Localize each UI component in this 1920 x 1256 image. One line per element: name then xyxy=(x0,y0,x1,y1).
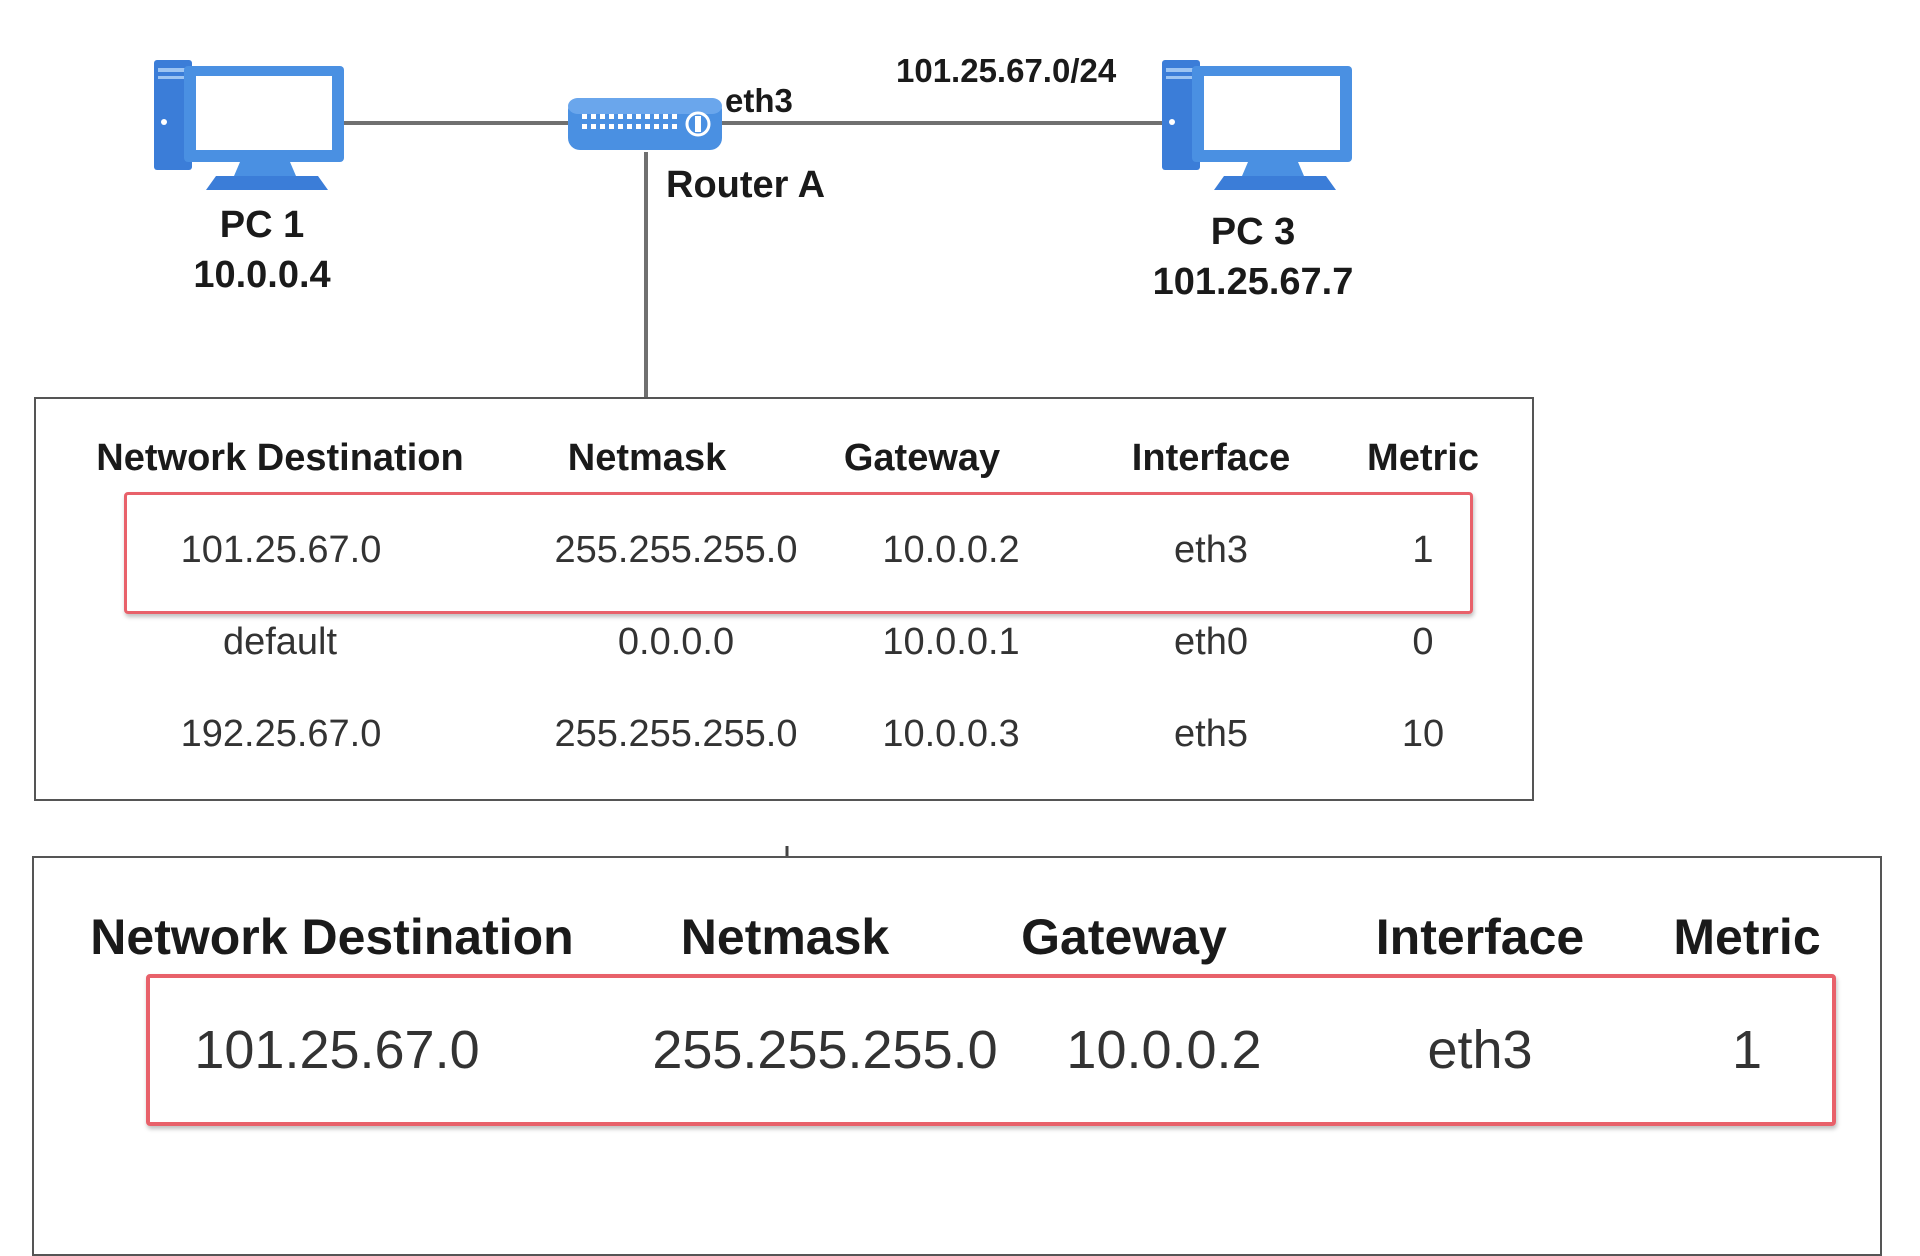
zoom-header-interface: Interface xyxy=(1375,909,1585,965)
row3-destination: 192.25.67.0 xyxy=(180,713,382,755)
router-port-label: eth3 xyxy=(725,82,793,119)
routing-table-panel: Network Destination Netmask Gateway Inte… xyxy=(34,397,1534,801)
pc3-ip: 101.25.67.7 xyxy=(1152,261,1354,303)
pc1-name: PC 1 xyxy=(219,204,305,246)
row3-interface: eth5 xyxy=(1174,713,1248,755)
row1-destination: 101.25.67.0 xyxy=(180,529,382,571)
header-network-destination: Network Destination xyxy=(96,437,464,479)
router-name-label: Router A xyxy=(666,164,826,206)
row2-gateway: 10.0.0.1 xyxy=(882,621,1020,663)
table-row: default 0.0.0.0 10.0.0.1 eth0 0 xyxy=(36,621,1532,671)
routing-table-header: Network Destination Netmask Gateway Inte… xyxy=(36,437,1532,487)
zoom-row1-netmask: 255.255.255.0 xyxy=(652,1020,998,1080)
router-icon xyxy=(568,98,722,150)
pc1-ip: 10.0.0.4 xyxy=(193,254,331,296)
header-netmask: Netmask xyxy=(567,437,727,479)
zoomed-table-header: Network Destination Netmask Gateway Inte… xyxy=(34,908,1880,974)
network-links xyxy=(338,121,1168,860)
row3-gateway: 10.0.0.3 xyxy=(882,713,1020,755)
subnet-label: 101.25.67.0/24 xyxy=(896,52,1117,89)
row1-metric: 1 xyxy=(1412,529,1434,571)
row3-metric: 10 xyxy=(1401,713,1445,755)
zoom-row1-gateway: 10.0.0.2 xyxy=(1066,1020,1262,1080)
pc1-label: PC 1 10.0.0.4 xyxy=(162,200,362,300)
pc3-name: PC 3 xyxy=(1210,211,1296,253)
table-row: 192.25.67.0 255.255.255.0 10.0.0.3 eth5 … xyxy=(36,713,1532,763)
zoomed-highlighted-route-box xyxy=(146,974,1836,1126)
pc3-label: PC 3 101.25.67.7 xyxy=(1130,207,1376,307)
zoom-row1-destination: 101.25.67.0 xyxy=(194,1020,480,1080)
zoom-header-metric: Metric xyxy=(1673,909,1821,965)
row2-metric: 0 xyxy=(1412,621,1434,663)
header-metric: Metric xyxy=(1367,437,1479,479)
zoom-row1-metric: 1 xyxy=(1731,1020,1763,1080)
zoomed-routing-table-panel: Network Destination Netmask Gateway Inte… xyxy=(32,856,1882,1256)
header-gateway: Gateway xyxy=(843,437,1001,479)
row1-netmask: 255.255.255.0 xyxy=(554,529,798,571)
table-row: 101.25.67.0 255.255.255.0 10.0.0.2 eth3 … xyxy=(34,1019,1880,1085)
row1-gateway: 10.0.0.2 xyxy=(882,529,1020,571)
zoom-header-netmask: Netmask xyxy=(680,909,890,965)
highlighted-route-box xyxy=(124,492,1473,614)
pc1-desktop-computer-icon xyxy=(154,60,344,190)
table-row: 101.25.67.0 255.255.255.0 10.0.0.2 eth3 … xyxy=(36,529,1532,579)
row2-netmask: 0.0.0.0 xyxy=(617,621,735,663)
row2-interface: eth0 xyxy=(1174,621,1248,663)
row3-netmask: 255.255.255.0 xyxy=(554,713,798,755)
row2-destination: default xyxy=(222,621,338,663)
zoom-row1-interface: eth3 xyxy=(1427,1020,1533,1080)
zoom-header-network-destination: Network Destination xyxy=(90,909,574,965)
header-interface: Interface xyxy=(1131,437,1291,479)
pc3-desktop-computer-icon xyxy=(1162,60,1352,190)
zoom-header-gateway: Gateway xyxy=(1021,909,1227,965)
row1-interface: eth3 xyxy=(1174,529,1248,571)
